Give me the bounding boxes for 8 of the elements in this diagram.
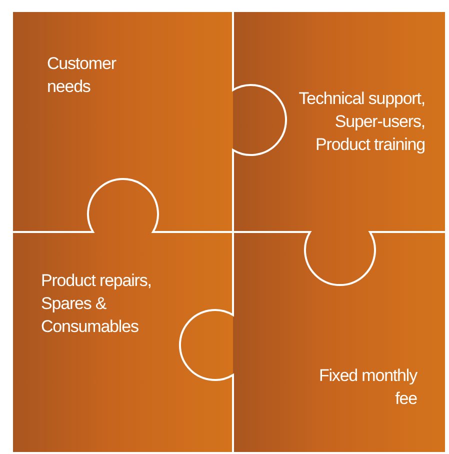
puzzle-piece bbox=[13, 12, 233, 232]
piece-label: Customer needs bbox=[47, 53, 118, 98]
piece-label: Technical support, Super-users, Product training bbox=[298, 88, 425, 156]
puzzle-piece bbox=[233, 12, 445, 232]
piece-label: Fixed monthly fee bbox=[318, 365, 417, 410]
puzzle-piece bbox=[233, 232, 445, 452]
piece-label: Product repairs, Spares & Consumables bbox=[41, 270, 152, 338]
puzzle-piece bbox=[13, 232, 233, 452]
